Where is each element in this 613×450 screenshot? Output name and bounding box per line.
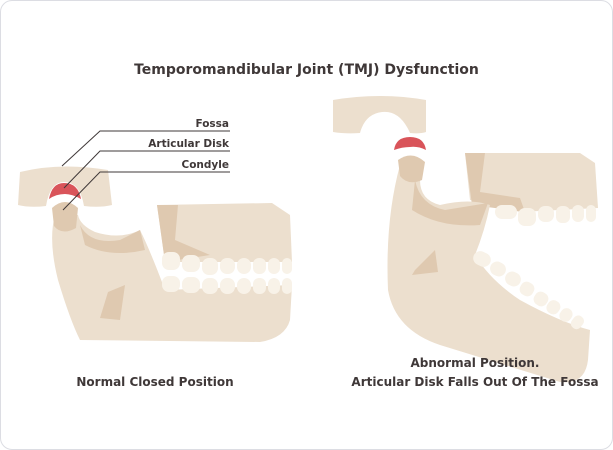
upper-teeth (495, 205, 596, 226)
mandible-shadow (412, 180, 488, 226)
abnormal-jaw-illustration (333, 96, 598, 383)
maxilla-shadow (157, 205, 210, 262)
condyle (398, 155, 425, 183)
normal-jaw-illustration (18, 130, 292, 342)
upper-teeth (162, 252, 292, 275)
label-condyle: Condyle (181, 159, 229, 171)
fossa (18, 166, 112, 207)
mandible-shadow (80, 225, 145, 254)
caption-normal: Normal Closed Position (76, 375, 234, 389)
caption-abnormal-line1: Abnormal Position. (410, 356, 540, 370)
articular-disk (49, 183, 81, 199)
label-articular-disk: Articular Disk (148, 138, 229, 150)
lower-teeth (473, 251, 585, 330)
page-title: Temporomandibular Joint (TMJ) Dysfunctio… (134, 62, 479, 78)
articular-disk (394, 137, 426, 150)
condyle (52, 202, 78, 232)
lower-teeth (162, 276, 292, 294)
mandible-shadow-2 (412, 250, 438, 275)
caption-abnormal-line2: Articular Disk Falls Out Of The Fossa (351, 375, 599, 389)
label-lines (61, 130, 230, 211)
label-fossa: Fossa (195, 118, 229, 130)
maxilla-shadow (465, 153, 525, 212)
fossa (333, 96, 426, 134)
mandible-shadow-2 (100, 285, 125, 320)
